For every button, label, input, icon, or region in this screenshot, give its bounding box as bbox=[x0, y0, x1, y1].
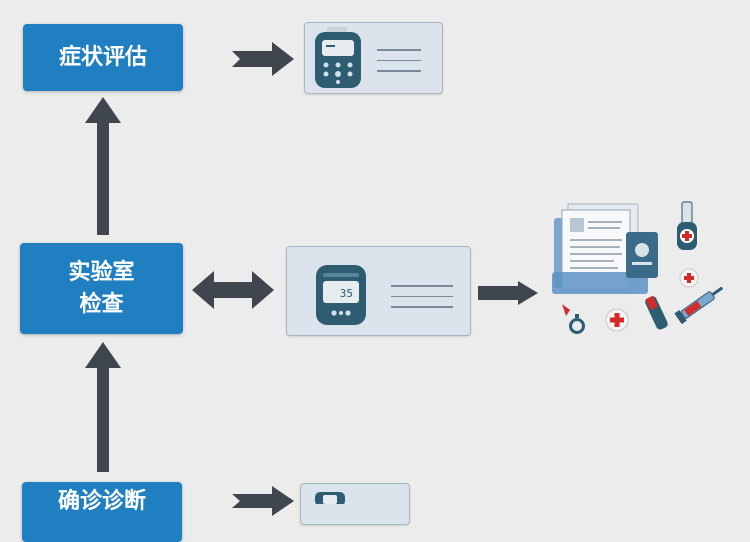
arrow-right-icon bbox=[478, 281, 538, 305]
text-lines bbox=[377, 49, 421, 81]
medical-records-illustration bbox=[552, 201, 724, 334]
double-arrow-icon bbox=[192, 271, 274, 309]
device-card bbox=[304, 22, 443, 94]
device-card bbox=[300, 483, 410, 525]
step-diagnosis-label: 确诊诊断 bbox=[57, 489, 146, 514]
device-card: 35 bbox=[286, 246, 471, 336]
step-lab-label-line2: 检查 bbox=[79, 291, 124, 317]
glucometer-icon: 35 bbox=[316, 265, 366, 325]
step-symptom-assessment: 症状评估 bbox=[23, 24, 183, 91]
step-lab-label-line1: 实验室 bbox=[68, 259, 135, 285]
step-lab-tests: 实验室 检查 bbox=[20, 243, 183, 334]
arrow-up-icon bbox=[85, 97, 121, 235]
step-diagnosis: 确诊诊断 bbox=[22, 482, 182, 542]
arrow-right-icon bbox=[232, 486, 294, 516]
glucometer-icon bbox=[315, 27, 361, 88]
text-lines bbox=[391, 285, 453, 317]
step-symptom-label: 症状评估 bbox=[58, 44, 147, 70]
arrow-right-icon bbox=[232, 42, 294, 76]
arrow-up-icon bbox=[85, 342, 121, 472]
glucometer-icon bbox=[315, 492, 345, 504]
meter-reading: 35 bbox=[340, 287, 353, 300]
